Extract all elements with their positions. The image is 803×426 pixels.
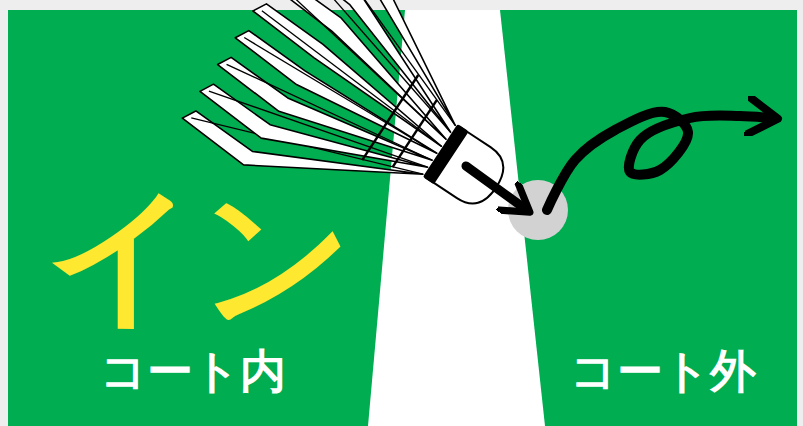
court-fill [8, 10, 405, 426]
feather [257, 0, 489, 132]
feather [253, 0, 472, 139]
line-paint [8, 10, 797, 426]
court-fill [500, 10, 797, 426]
thread [393, 100, 437, 167]
area-label: コート外 [570, 348, 756, 394]
feather [215, 33, 433, 197]
thread [362, 75, 418, 160]
feather-shaft [259, 0, 467, 139]
cork [426, 127, 513, 213]
feather-shaft [254, 11, 449, 147]
cork-band [423, 124, 469, 184]
feather [179, 47, 423, 251]
in-label: イン [46, 180, 354, 330]
feather-shaft [268, 0, 502, 125]
feather-shaft [263, 0, 484, 132]
area-label: コート内 [100, 348, 286, 394]
shuttlecock [179, 0, 563, 288]
feather-shaft [191, 51, 423, 242]
feather [248, 0, 454, 146]
feather-shaft [209, 44, 428, 215]
landing-spot [508, 180, 568, 240]
court-area: コート外 [492, 10, 797, 426]
motion-arrow [466, 166, 524, 208]
feather [262, 0, 507, 125]
feather-shaft [244, 30, 437, 161]
bounce-arrow [547, 112, 770, 210]
feather [197, 40, 428, 224]
feather-shaft [227, 37, 433, 188]
feather [232, 26, 436, 170]
court-area: インコート内 [8, 10, 408, 426]
